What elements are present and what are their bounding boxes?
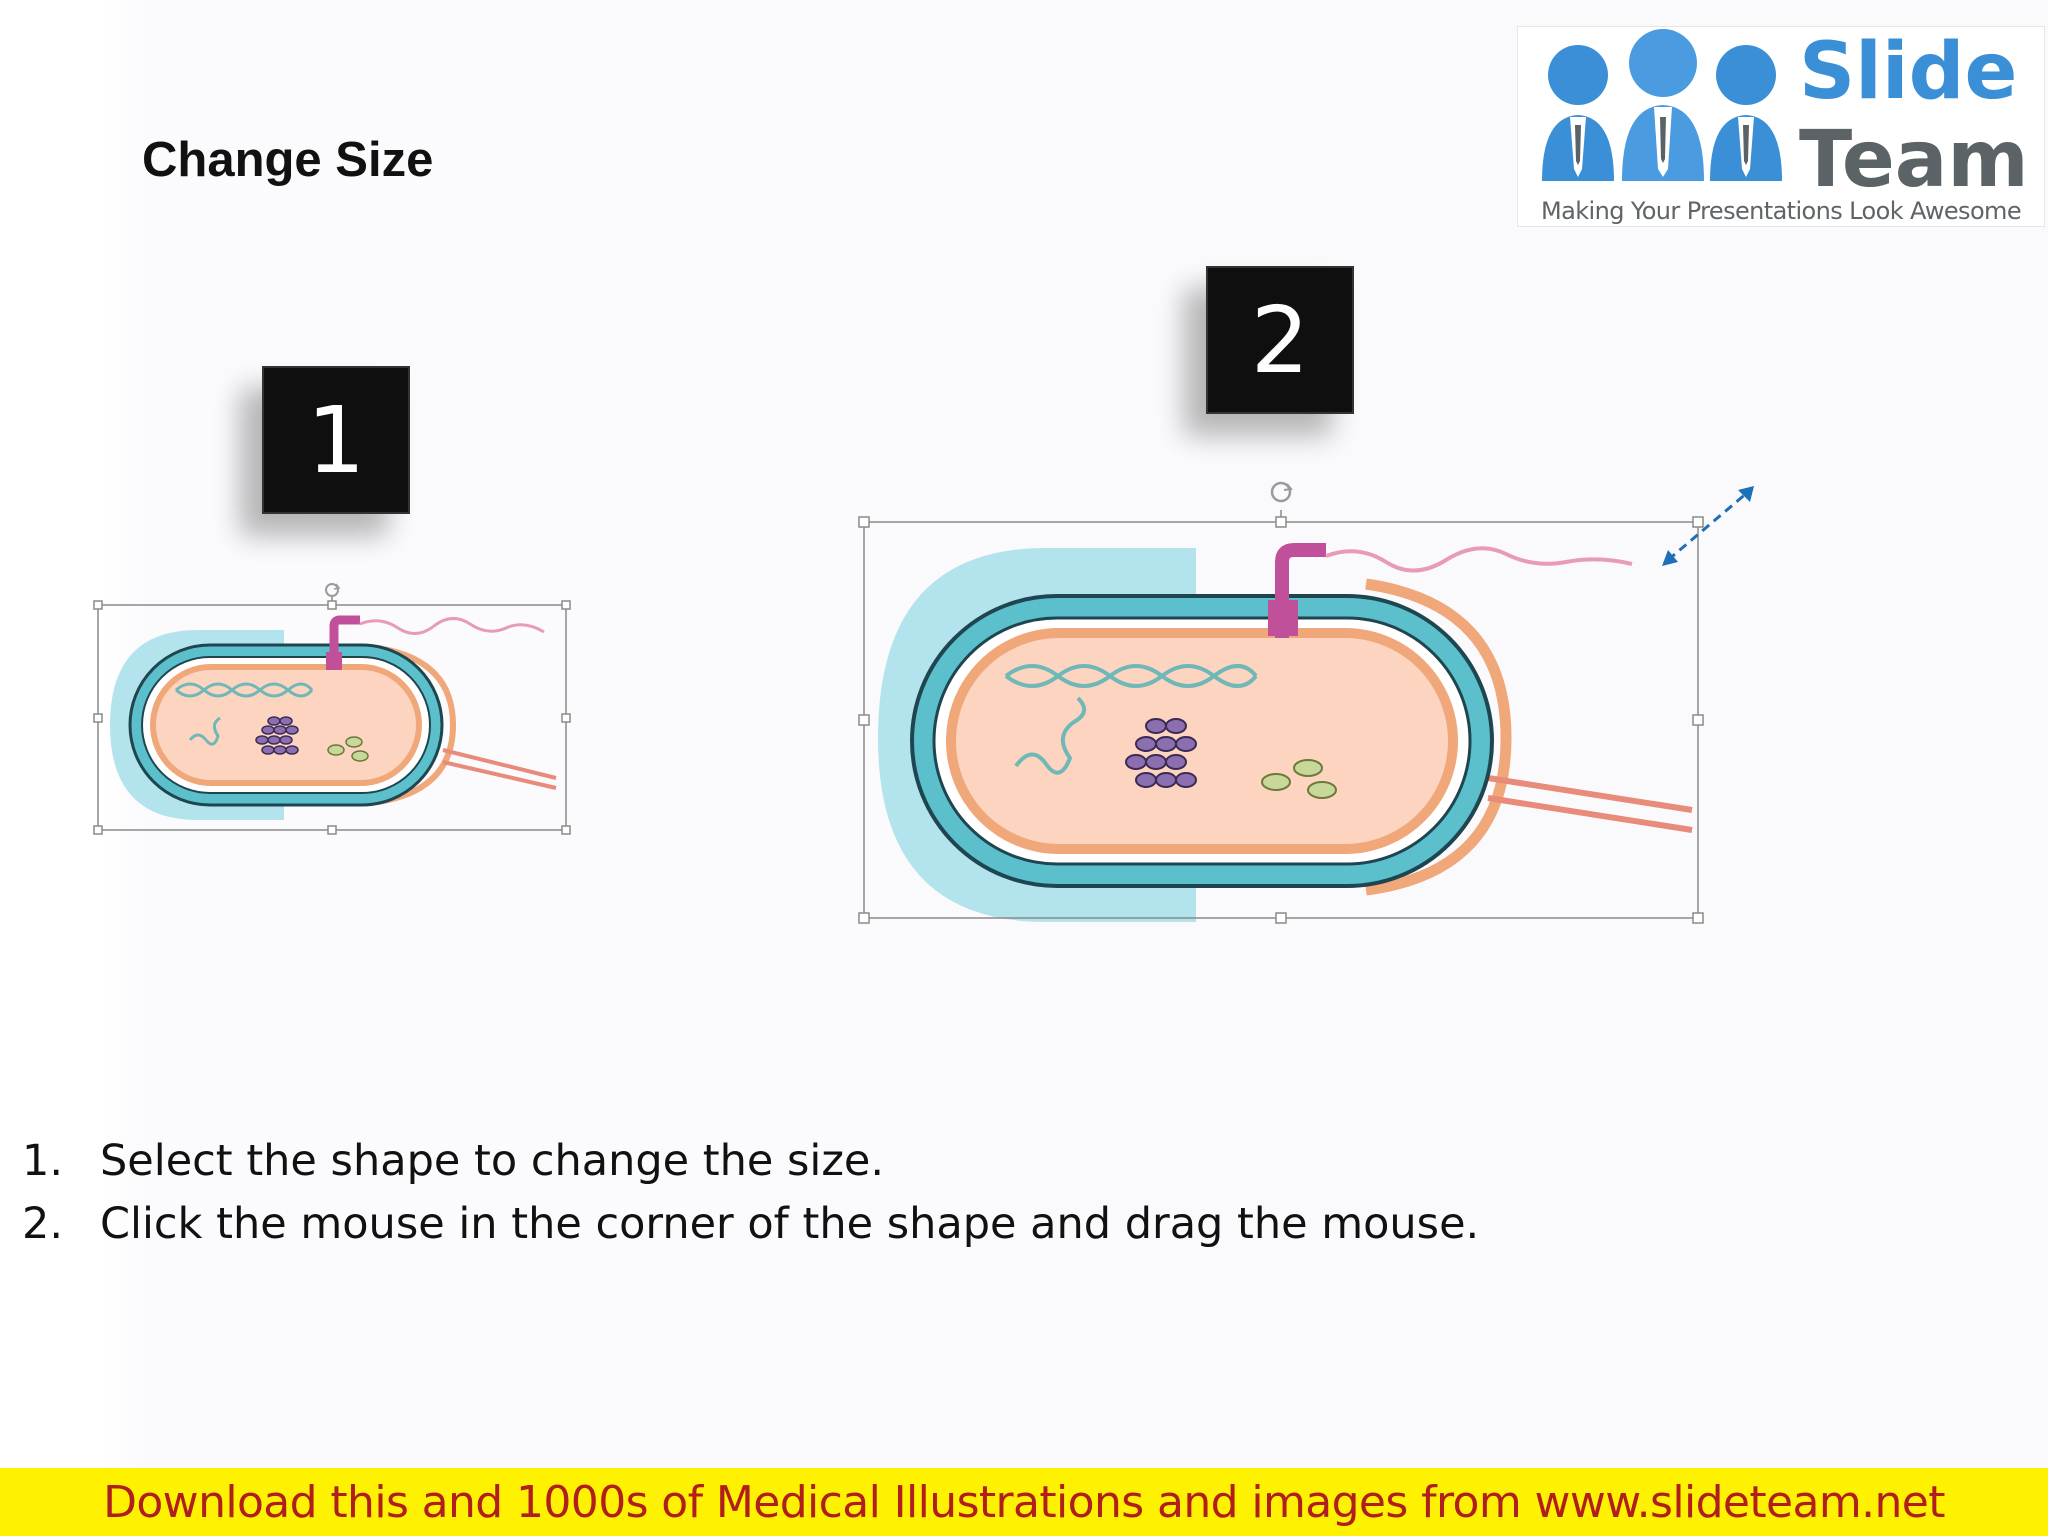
bacterium-large-selected[interactable] (856, 476, 1756, 956)
logo-tagline: Making Your Presentations Look Awesome (1541, 197, 2022, 225)
people-logo-icon (1542, 29, 1782, 181)
slideteam-logo: Slide Team Making Your Presentations Loo… (1517, 26, 2045, 227)
instruction-item-1: 1. Select the shape to change the size. (22, 1130, 1479, 1193)
instruction-item-2: 2. Click the mouse in the corner of the … (22, 1193, 1479, 1256)
instructions-list: 1. Select the shape to change the size. … (22, 1130, 1479, 1256)
step-2-badge: 2 (1206, 266, 1354, 414)
instruction-number-1: 1. (22, 1136, 64, 1186)
selection-frame-small (93, 596, 571, 835)
rotate-handle-icon[interactable] (1270, 481, 1293, 503)
logo-word-team: Team (1799, 115, 2029, 205)
step-1-badge: 1 (262, 366, 410, 514)
bacterium-small (110, 615, 557, 820)
download-banner[interactable]: Download this and 1000s of Medical Illus… (0, 1468, 2048, 1536)
selection-frame-large (858, 510, 1704, 924)
instruction-number-2: 2. (22, 1199, 64, 1249)
bacterium-large (878, 543, 1693, 922)
logo-word-slide: Slide (1799, 27, 2018, 117)
rotate-handle-icon[interactable] (325, 583, 341, 597)
bacterium-small-selected[interactable] (93, 583, 578, 850)
instruction-text-2: Click the mouse in the corner of the sha… (100, 1199, 1480, 1249)
slide-title: Change Size (142, 133, 434, 187)
instruction-text-1: Select the shape to change the size. (100, 1136, 885, 1186)
resize-arrow-icon (1662, 486, 1754, 566)
